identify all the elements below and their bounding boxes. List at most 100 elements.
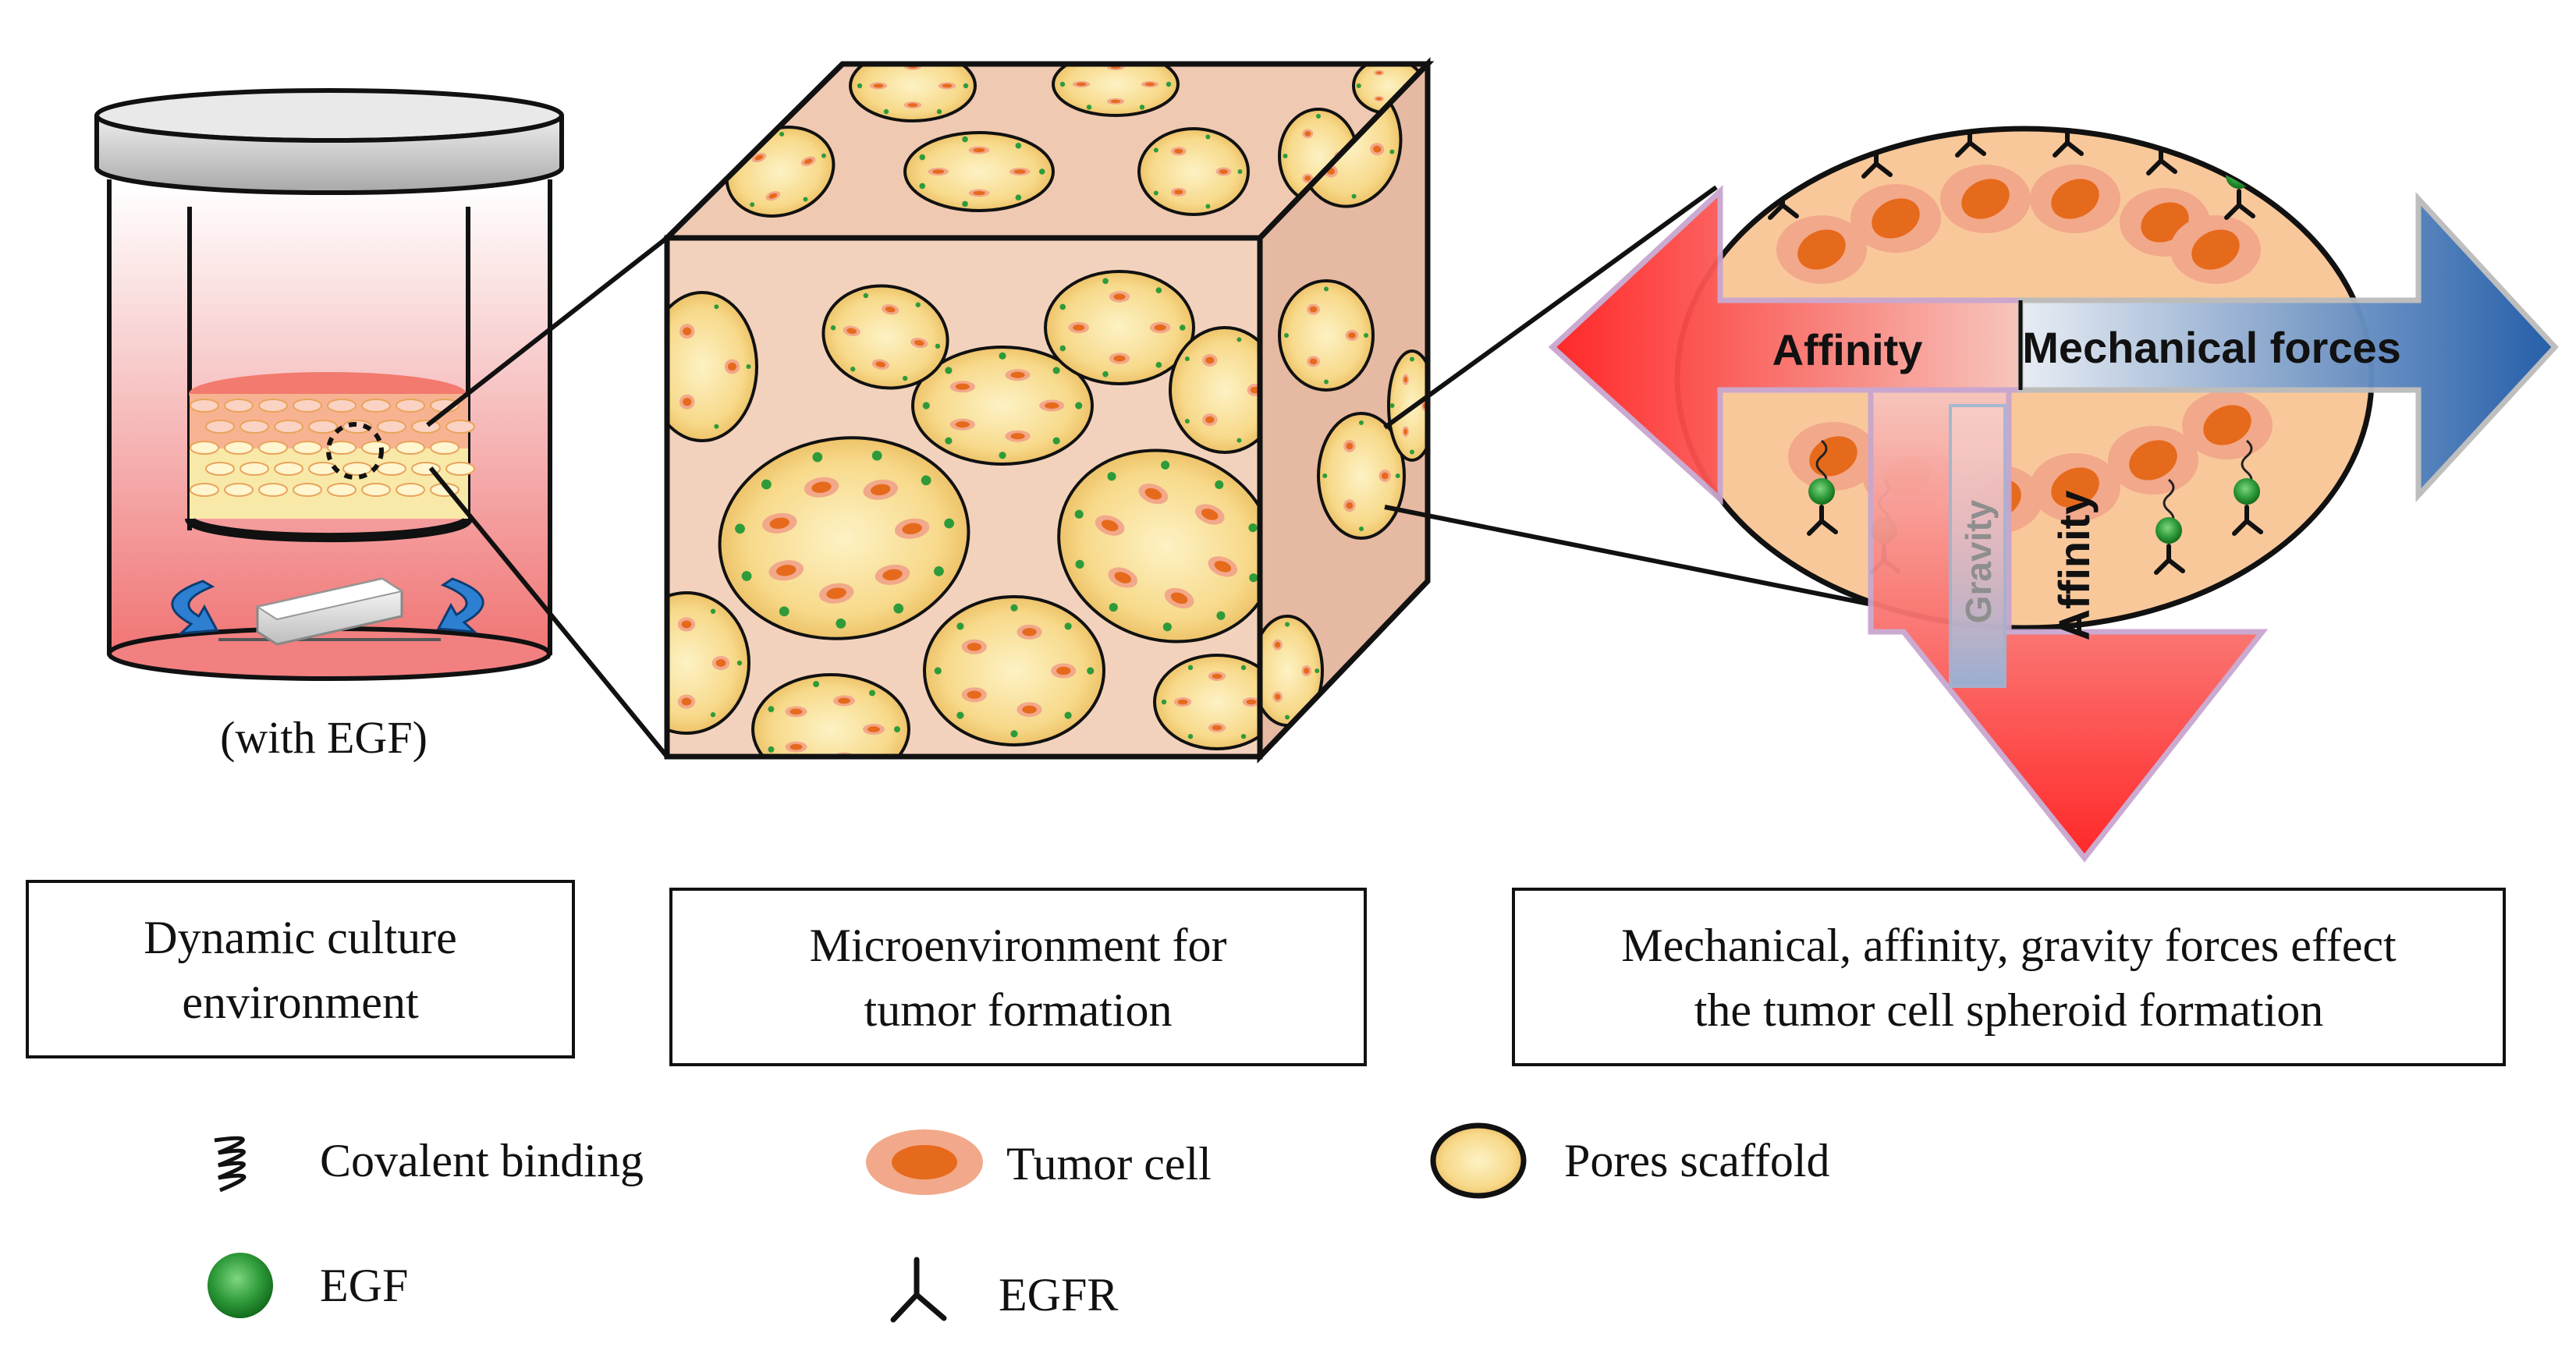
scaffold-pore-cell <box>274 420 303 434</box>
scaffold-pore-cell <box>258 399 288 413</box>
egf-dot <box>1285 622 1290 627</box>
scaffold-pore-cell <box>342 462 372 476</box>
scaffold-pore-cell <box>240 462 269 476</box>
egf-dot <box>1075 402 1083 410</box>
scaffold-pore <box>1057 448 1260 644</box>
legend-tumor-label: Tumor cell <box>1006 1138 1212 1190</box>
egf-dot <box>1315 668 1320 673</box>
egf-dot <box>1052 367 1060 374</box>
egf-dot <box>658 712 662 717</box>
egf-dot <box>999 352 1006 360</box>
scaffold-pore <box>1137 127 1250 216</box>
jar-bottom <box>107 626 552 681</box>
egf-dot <box>963 83 969 89</box>
caption-micro-line1: Microenvironment for <box>810 920 1227 971</box>
egf-dot <box>1153 147 1158 153</box>
covalent-binding-icon <box>214 1136 247 1193</box>
caption-box-micro: Microenvironment for tumor formation <box>669 888 1367 1066</box>
scaffold-pore <box>1052 64 1180 117</box>
scaffold-pore-cell <box>445 462 475 476</box>
egf-dot <box>714 424 719 429</box>
egf-dot <box>1216 611 1226 620</box>
scaffold-pore <box>1260 615 1324 727</box>
insert-membrane <box>185 517 473 543</box>
egf-dot <box>1240 733 1247 739</box>
egf-dot <box>935 343 941 349</box>
egf-dot <box>1184 356 1190 362</box>
caption-dynamic-line1: Dynamic culture <box>144 912 457 963</box>
egf-dot <box>1359 420 1364 425</box>
egf-dot <box>1086 105 1092 110</box>
egf-dot <box>1410 356 1414 362</box>
egf-dot <box>1187 665 1194 671</box>
rotation-arrow-left-icon <box>171 580 219 635</box>
scaffold-pore-cell <box>361 441 391 455</box>
egf-dot <box>1205 204 1211 209</box>
scaffold-pore-cell <box>190 483 219 497</box>
scaffold-pore-cell <box>258 483 288 497</box>
egf-dot <box>956 711 964 719</box>
scaffold-pore-cell <box>190 441 219 455</box>
egf-dot <box>761 479 772 490</box>
scaffold-pore-cell <box>308 420 338 434</box>
caption-box-forces: Mechanical, affinity, gravity forces eff… <box>1512 888 2506 1066</box>
egf <box>2148 129 2174 144</box>
egf-dot <box>1153 190 1158 196</box>
egf-dot <box>1284 333 1289 338</box>
egf-dot <box>714 304 719 310</box>
scaffold-pore-cell <box>377 420 406 434</box>
egf-dot <box>1249 573 1258 583</box>
egf-dot <box>1155 362 1162 368</box>
scaffold-pores <box>190 399 475 497</box>
covalent-binding <box>2156 80 2166 127</box>
scaffold-pore <box>911 346 1094 466</box>
egf-dot <box>768 706 775 713</box>
scaffold-pore-cell <box>293 441 322 455</box>
egf-dot <box>934 566 944 576</box>
scaffold-pore <box>751 673 910 769</box>
egf-dot <box>1059 81 1066 87</box>
scaffold-pore <box>1169 326 1260 454</box>
gravity-label: Gravity <box>1958 499 1999 623</box>
egf-dot <box>658 609 662 614</box>
egf-dot <box>1161 460 1170 470</box>
scaffold-pore <box>1153 654 1260 750</box>
scaffold-pore-cell <box>361 399 391 413</box>
egf-dot <box>710 608 716 614</box>
caption-box-dynamic: Dynamic culture environment <box>26 880 575 1058</box>
scaffold-pore-cell <box>190 399 219 413</box>
egf-dot <box>1179 324 1186 331</box>
egf-dot <box>631 661 636 665</box>
scaffold-pore <box>718 436 970 640</box>
scaffold-pore-cell <box>293 483 322 497</box>
egfr <box>2154 544 2185 575</box>
egf-dot <box>1395 473 1400 478</box>
egf-dot <box>1075 559 1084 569</box>
egf-dot <box>1064 711 1072 719</box>
egf <box>2054 100 2081 126</box>
egf-dot <box>1010 604 1018 612</box>
egf-dot <box>1215 480 1224 490</box>
egf-dot <box>1356 83 1361 88</box>
legend-covalent-binding: Covalent binding <box>214 1135 644 1193</box>
egf-dot <box>813 680 820 687</box>
egf-dot <box>1102 370 1109 378</box>
egf <box>1957 100 1983 126</box>
legend-egf-label: EGF <box>320 1260 408 1311</box>
egf-dot <box>1240 665 1247 671</box>
scaffold-pore <box>1278 279 1375 392</box>
legend-tumor-cell: Tumor cell <box>866 1129 1212 1195</box>
egf-dot <box>803 197 808 202</box>
egf-dot <box>1237 337 1242 342</box>
egf-dot <box>869 763 875 769</box>
scaffold-cube <box>631 57 1435 769</box>
egf-dot <box>1038 168 1045 175</box>
egfr-icon <box>890 1257 947 1323</box>
scaffold-pore-cell <box>327 483 357 497</box>
egf-dot <box>1237 169 1243 174</box>
scaffold-pore-cell <box>445 420 475 434</box>
scaffold-pore <box>849 64 977 122</box>
egf-dot <box>883 108 889 115</box>
egf-dot <box>1322 473 1328 478</box>
egf-dot <box>863 292 869 299</box>
